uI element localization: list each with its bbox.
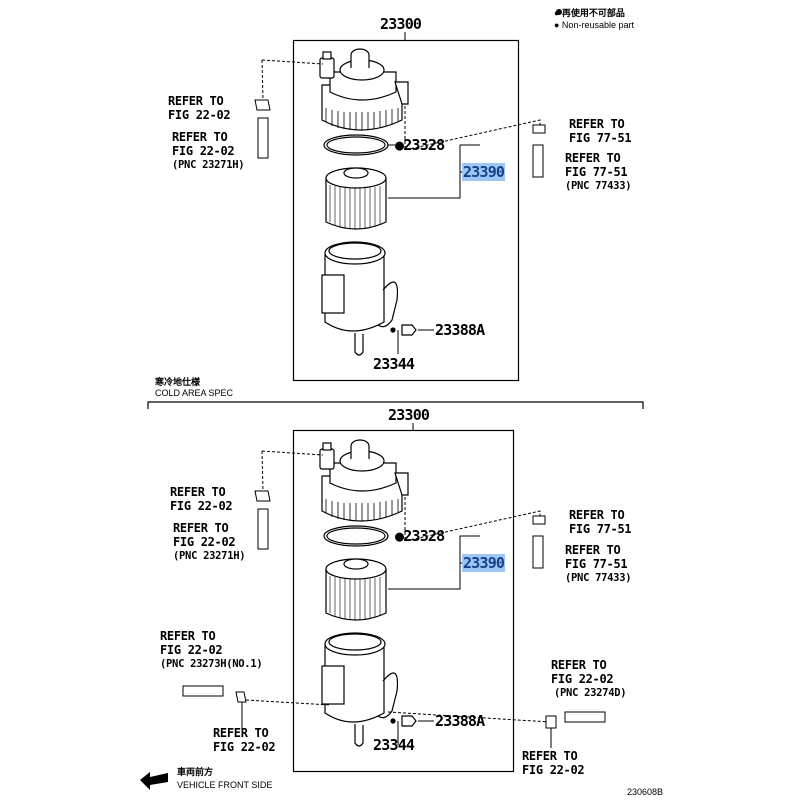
ref-line: FIG 22-02 xyxy=(173,535,236,549)
ref-line: FIG 22-02 xyxy=(170,499,233,513)
ref-line: REFER TO xyxy=(569,117,625,131)
part-23300-label[interactable]: 23300 xyxy=(388,406,430,424)
ref-line: REFER TO xyxy=(551,658,607,672)
part-23328-label[interactable]: ●23328 xyxy=(395,527,445,545)
legend-non-reusable-jp: ● 再使用不可部品 xyxy=(554,8,625,18)
ref-line: FIG 77-51 xyxy=(569,522,632,536)
cold-area-bracket xyxy=(147,401,644,409)
ref-line: REFER TO xyxy=(173,521,229,535)
ref-line: REFER TO xyxy=(160,629,216,643)
ref-line: REFER TO xyxy=(213,726,269,740)
pnc-text: (PNC 23273H(NO.1) xyxy=(160,658,263,670)
part-23328-label[interactable]: ●23328 xyxy=(395,136,445,154)
part-23344-label[interactable]: 23344 xyxy=(373,736,415,754)
ref-line: FIG 22-02 xyxy=(172,144,235,158)
legend-non-reusable-en: ● Non-reusable part xyxy=(554,20,634,30)
ref-line: REFER TO xyxy=(168,94,224,108)
ref-line: FIG 22-02 xyxy=(522,763,585,777)
ref-line: REFER TO xyxy=(522,749,578,763)
ref-line: FIG 77-51 xyxy=(569,131,632,145)
ref-line: REFER TO xyxy=(569,508,625,522)
part-23390-label-highlighted[interactable]: 23390 xyxy=(462,554,506,572)
pnc-text: (PNC 23271H) xyxy=(173,550,246,562)
pnc-text: (PNC 23271H) xyxy=(172,159,245,171)
ref-line: REFER TO xyxy=(565,151,621,165)
ref-line: FIG 77-51 xyxy=(565,557,628,571)
bottom-assembly-drawing xyxy=(182,423,606,773)
ref-line: FIG 22-02 xyxy=(160,643,223,657)
pnc-text: (PNC 77433) xyxy=(565,180,632,192)
part-23300-label[interactable]: 23300 xyxy=(380,15,422,33)
pnc-text: (PNC 77433) xyxy=(565,572,632,584)
part-23388a-label[interactable]: 23388A xyxy=(435,712,485,730)
ref-line: FIG 22-02 xyxy=(168,108,231,122)
part-23390-label-highlighted[interactable]: 23390 xyxy=(462,163,506,181)
vehicle-front-jp: 車両前方 xyxy=(177,767,214,777)
ref-line: REFER TO xyxy=(565,543,621,557)
ref-line: REFER TO xyxy=(170,485,226,499)
vehicle-front-en: VEHICLE FRONT SIDE xyxy=(177,780,273,790)
ref-line: REFER TO xyxy=(172,130,228,144)
cold-area-jp: 寒冷地仕様 xyxy=(155,377,201,387)
front-direction-arrow-icon xyxy=(140,772,168,790)
cold-area-en: COLD AREA SPEC xyxy=(155,388,234,398)
ref-line: FIG 77-51 xyxy=(565,165,628,179)
part-23344-label[interactable]: 23344 xyxy=(373,355,415,373)
ref-line: FIG 22-02 xyxy=(551,672,614,686)
top-assembly-drawing xyxy=(254,32,546,382)
figure-code: 230608B xyxy=(627,787,664,797)
ref-line: FIG 22-02 xyxy=(213,740,276,754)
pnc-text: (PNC 23274D) xyxy=(554,687,627,699)
part-23388a-label[interactable]: 23388A xyxy=(435,321,485,339)
